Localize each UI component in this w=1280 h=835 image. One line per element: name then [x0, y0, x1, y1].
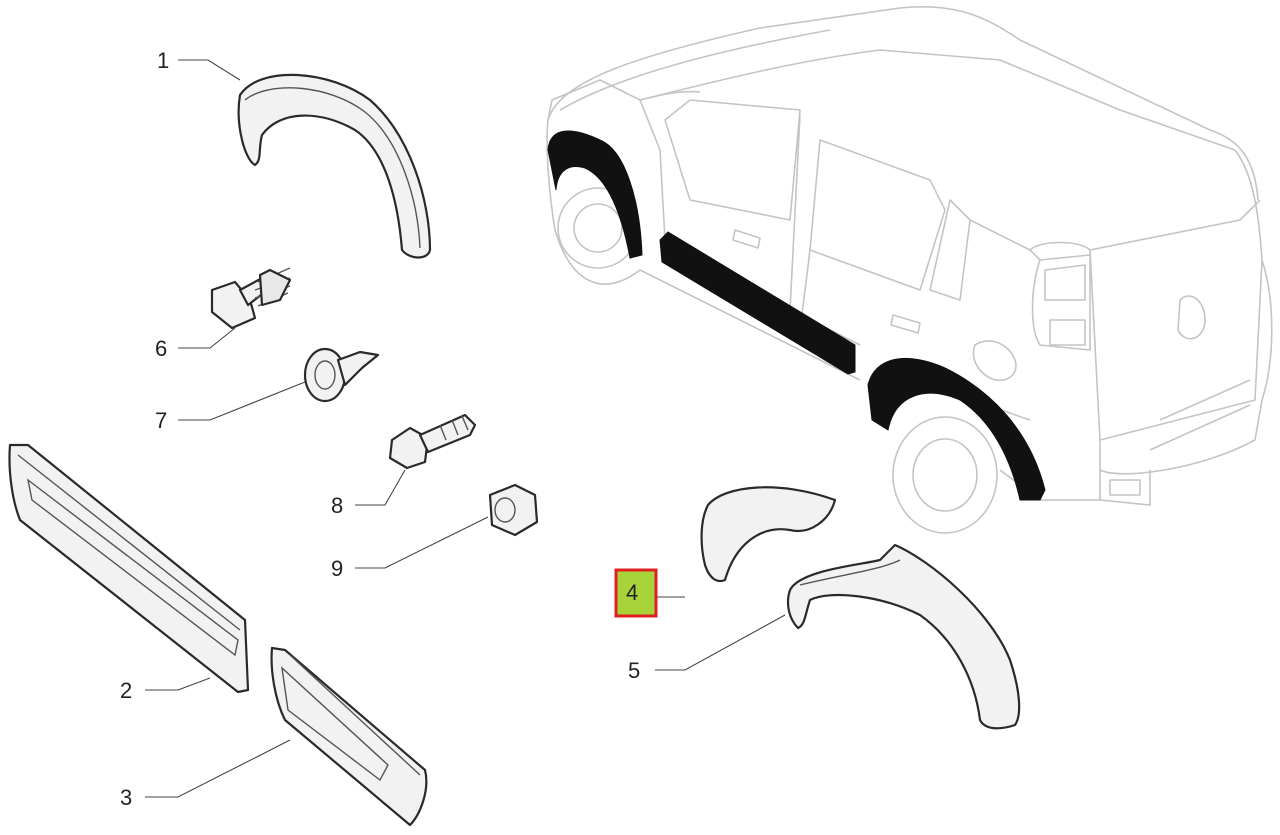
callout-3[interactable]: 3: [120, 785, 132, 810]
part-8-screw: [388, 413, 477, 470]
callout-2-label: 2: [120, 678, 132, 703]
callout-6[interactable]: 6: [155, 336, 167, 361]
callout-4-highlighted[interactable]: 4: [614, 568, 658, 618]
part-7-grommet-clip: [303, 347, 380, 403]
part-2-side-molding-front: [8, 443, 250, 694]
part-6-push-clip: [210, 267, 292, 330]
part-4-small-arch-trim: [700, 486, 837, 583]
callout-1-label: 1: [157, 48, 169, 73]
callout-9-label: 9: [331, 556, 343, 581]
part-5-rear-wheel-arch-trim: [786, 543, 1021, 730]
callout-7-label: 7: [155, 408, 167, 433]
callout-4-label: 4: [626, 580, 638, 605]
part-9-nut: [488, 483, 539, 537]
rear-arch-trim-highlight: [867, 357, 1046, 501]
part-3-side-molding-rear: [270, 646, 428, 827]
callout-6-label: 6: [155, 336, 167, 361]
front-arch-trim-highlight: [547, 130, 643, 259]
callout-1[interactable]: 1: [157, 48, 169, 73]
callout-2[interactable]: 2: [120, 678, 132, 703]
callout-8[interactable]: 8: [331, 493, 343, 518]
side-molding-highlight: [659, 231, 856, 375]
callout-8-label: 8: [331, 493, 343, 518]
car-illustration: [546, 6, 1273, 534]
part-1-front-wheel-arch-trim: [237, 73, 432, 259]
callout-4-highlight-box: [614, 568, 658, 618]
callout-5-label: 5: [628, 658, 640, 683]
callout-7[interactable]: 7: [155, 408, 167, 433]
callout-9[interactable]: 9: [331, 556, 343, 581]
callout-3-label: 3: [120, 785, 132, 810]
leader-lines: [145, 59, 786, 798]
callout-5[interactable]: 5: [628, 658, 640, 683]
